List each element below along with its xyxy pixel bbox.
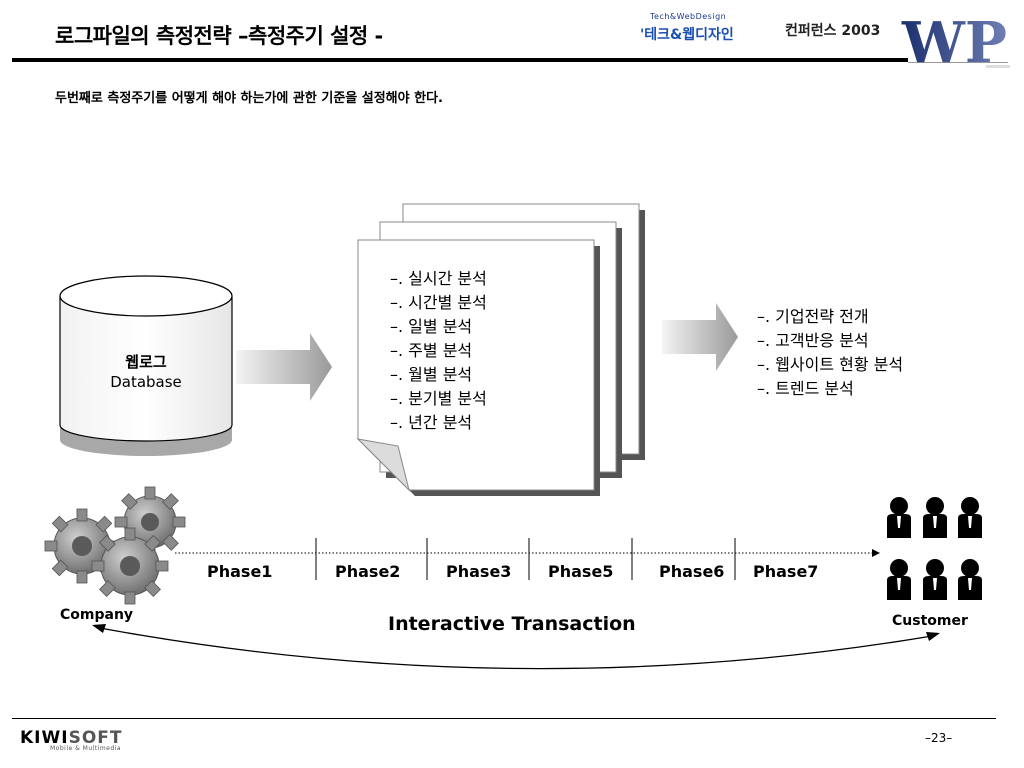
- list-item: –. 년간 분석: [390, 413, 473, 432]
- conference-year-text: 컨퍼런스 2003: [785, 23, 881, 39]
- kiwisoft-logo: KIWISOFT Mobile & Multimedia: [20, 728, 123, 752]
- list-item: –. 고객반응 분석: [757, 331, 869, 350]
- customer-people-icon: [887, 497, 982, 600]
- list-item: –. 월별 분석: [390, 365, 473, 384]
- document-stack-icon: [356, 203, 645, 496]
- phase-dividers: [315, 538, 736, 580]
- list-item: –. 실시간 분석: [390, 269, 487, 288]
- header-divider: [12, 58, 908, 62]
- list-item: –. 주별 분석: [390, 341, 473, 360]
- list-item: –. 시간별 분석: [390, 293, 487, 312]
- subtitle: 두번째로 측정주기를 어떻게 해야 하는가에 관한 기준을 설정해야 한다.: [55, 91, 443, 106]
- phase-label: Phase6: [659, 562, 725, 581]
- customer-label: Customer: [892, 613, 968, 629]
- right-arrow-icon: [236, 333, 332, 401]
- kiwisoft-logo-part1: KIWI: [20, 728, 69, 748]
- phase-label: Phase7: [753, 562, 819, 581]
- conference-main-text: '테크&웹디자인: [640, 27, 734, 43]
- list-item: –. 트렌드 분석: [757, 379, 854, 398]
- conference-small-text: Tech&WebDesign: [650, 12, 727, 21]
- kiwisoft-tagline: Mobile & Multimedia: [50, 745, 122, 752]
- page-title: 로그파일의 측정전략 –측정주기 설정 -: [55, 24, 383, 48]
- header-divider-right: [908, 62, 1008, 63]
- strategy-list: –. 기업전략 전개 –. 고객반응 분석 –. 웹사이트 현황 분석 –. 트…: [757, 305, 903, 401]
- kiwisoft-logo-part2: SOFT: [68, 728, 123, 748]
- curve-arrowhead-right-icon: [926, 632, 940, 641]
- phase-label: Phase1: [207, 562, 273, 581]
- conference-logo: Tech&WebDesign '테크&웹디자인 컨퍼런스 2003: [640, 10, 890, 50]
- wp-logo-text: WP: [901, 10, 1007, 74]
- phase-label: Phase5: [548, 562, 614, 581]
- phase-label: Phase3: [446, 562, 512, 581]
- curve-arrowhead-left-icon: [92, 624, 106, 633]
- right-arrow-icon: [662, 303, 738, 371]
- gears-icon: [44, 486, 186, 605]
- interactive-transaction-label: Interactive Transaction: [388, 613, 636, 635]
- page-number: –23–: [925, 731, 953, 745]
- database-cylinder-icon: [59, 275, 233, 456]
- list-item: –. 웹사이트 현황 분석: [757, 355, 904, 374]
- list-item: –. 기업전략 전개: [757, 307, 869, 326]
- company-label: Company: [60, 607, 134, 623]
- list-item: –. 일별 분석: [390, 317, 473, 336]
- timeline-arrowhead-icon: [872, 549, 880, 557]
- database-label-line2: Database: [110, 373, 182, 391]
- phase-label: Phase2: [335, 562, 401, 581]
- footer-divider: [12, 718, 996, 719]
- database-label-line1: 웹로그: [125, 353, 167, 371]
- wp-logo-icon: WP: [901, 10, 1010, 74]
- list-item: –. 분기별 분석: [390, 389, 487, 408]
- analysis-list: –. 실시간 분석 –. 시간별 분석 –. 일별 분석 –. 주별 분석 –.…: [390, 267, 487, 435]
- interactive-curve-arrow: [99, 627, 933, 670]
- database-label: 웹로그 Database: [60, 352, 232, 392]
